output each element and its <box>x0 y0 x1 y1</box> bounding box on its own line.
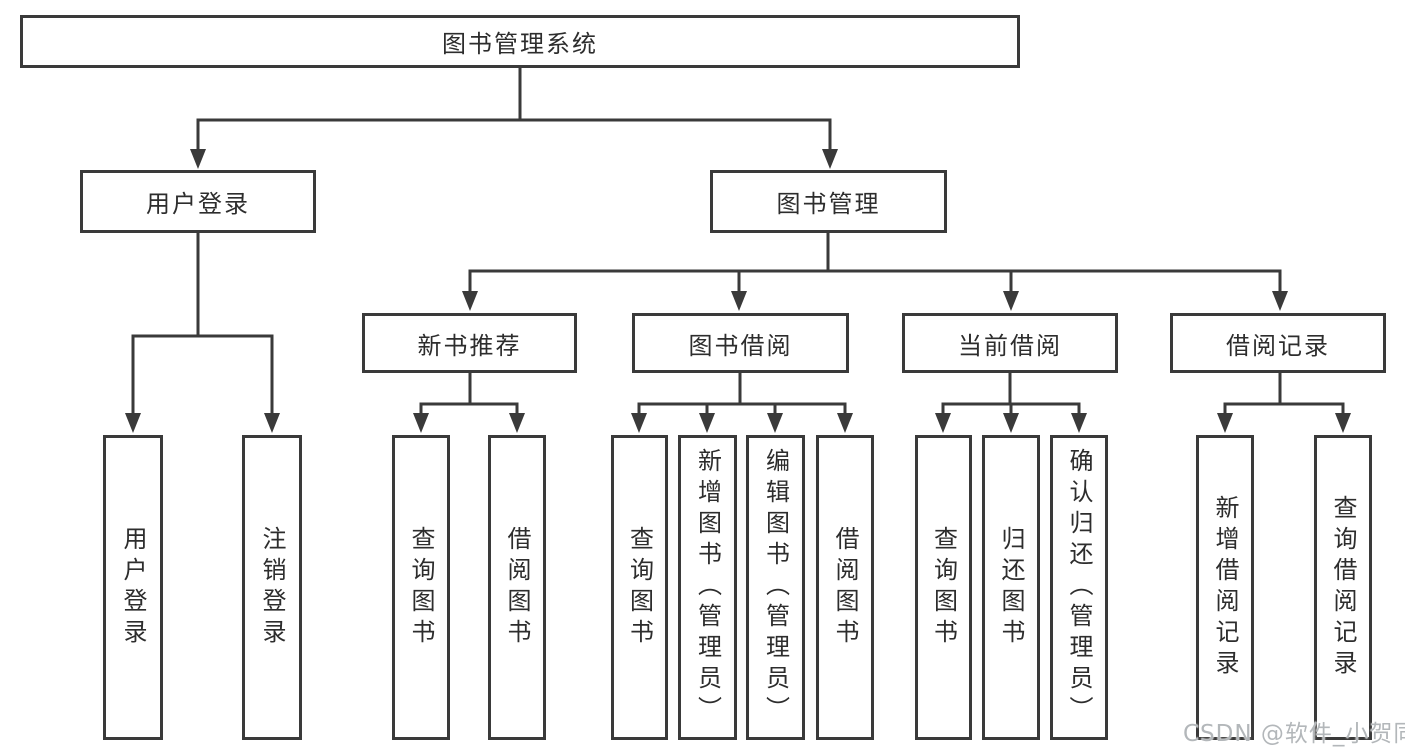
connector-line <box>196 68 832 150</box>
arrowhead-icon <box>1003 413 1019 433</box>
node-leaf-search-books-3: 查询图书 <box>915 435 972 740</box>
node-label: 查询图书 <box>625 525 654 650</box>
node-leaf-confirm-return-admin: 确认归还（管理员） <box>1050 435 1108 740</box>
arrowhead-icon <box>837 413 853 433</box>
connector-user-login-to-leaves <box>125 233 280 433</box>
connector-line <box>637 373 847 414</box>
node-leaf-add-borrow-record: 新增借阅记录 <box>1196 435 1254 740</box>
arrowhead-icon <box>1272 291 1288 311</box>
arrowhead-icon <box>935 413 951 433</box>
arrowhead-icon <box>190 149 206 169</box>
node-leaf-return-book: 归还图书 <box>982 435 1040 740</box>
connector-new-books-to-leaves <box>413 373 525 433</box>
node-leaf-edit-book-admin: 编辑图书（管理员） <box>746 435 805 740</box>
node-label: 确认归还（管理员） <box>1065 448 1093 727</box>
node-label: 归还图书 <box>997 525 1025 650</box>
arrowhead-icon <box>1335 413 1351 433</box>
node-label: 用户登录 <box>119 525 147 650</box>
arrowhead-icon <box>1071 413 1087 433</box>
node-label: 图书管理系统 <box>442 30 598 58</box>
node-leaf-logout: 注销登录 <box>242 435 302 740</box>
node-book-borrowing: 图书借阅 <box>632 313 849 373</box>
node-label: 查询图书 <box>929 525 958 650</box>
csdn-watermark: CSDN @软件_小贺同学 <box>1183 721 1405 747</box>
node-label: 用户登录 <box>146 190 250 218</box>
node-label: 图书借阅 <box>688 331 793 360</box>
arrowhead-icon <box>125 413 141 433</box>
connector-book-borrowing-to-leaves <box>631 373 853 433</box>
arrowhead-icon <box>699 413 715 433</box>
node-label: 借阅图书 <box>831 525 859 650</box>
arrowhead-icon <box>509 413 525 433</box>
connector-line <box>941 373 1081 414</box>
connector-line <box>419 373 519 414</box>
node-label: 编辑图书（管理员） <box>761 448 790 727</box>
node-label: 借阅图书 <box>503 525 531 650</box>
arrowhead-icon <box>1217 413 1233 433</box>
node-book-management: 图书管理 <box>710 170 947 233</box>
node-label: 查询借阅记录 <box>1329 494 1357 681</box>
node-leaf-add-book-admin: 新增图书（管理员） <box>678 435 737 740</box>
node-root-system: 图书管理系统 <box>20 15 1020 68</box>
node-leaf-search-borrow-record: 查询借阅记录 <box>1314 435 1372 740</box>
connector-line <box>131 233 274 414</box>
node-label: 借阅记录 <box>1226 331 1330 360</box>
node-leaf-user-login: 用户登录 <box>103 435 163 740</box>
arrowhead-icon <box>413 413 429 433</box>
node-label: 查询图书 <box>407 525 435 650</box>
arrowhead-icon <box>767 413 783 433</box>
arrowhead-icon <box>731 291 747 311</box>
node-user-login: 用户登录 <box>80 170 316 233</box>
node-leaf-search-books-1: 查询图书 <box>392 435 450 740</box>
node-label: 新增图书（管理员） <box>693 448 722 727</box>
node-label: 新增借阅记录 <box>1211 494 1239 681</box>
arrowhead-icon <box>264 413 280 433</box>
node-borrowing-records: 借阅记录 <box>1170 313 1386 373</box>
arrowhead-icon <box>822 149 838 169</box>
node-label: 新书推荐 <box>417 331 522 360</box>
connector-line <box>1223 373 1345 414</box>
arrowhead-icon <box>631 413 647 433</box>
node-leaf-borrow-books-1: 借阅图书 <box>488 435 546 740</box>
connector-book-management-to-level3 <box>462 233 1288 311</box>
arrowhead-icon <box>462 291 478 311</box>
node-new-books: 新书推荐 <box>362 313 577 373</box>
connector-current-borrowing-to-leaves <box>935 373 1087 433</box>
connector-line <box>468 233 1282 292</box>
node-label: 当前借阅 <box>958 331 1062 360</box>
node-leaf-borrow-books-2: 借阅图书 <box>816 435 874 740</box>
node-leaf-search-books-2: 查询图书 <box>611 435 668 740</box>
node-label: 图书管理 <box>776 190 881 218</box>
connector-borrowing-records-to-leaves <box>1217 373 1351 433</box>
connector-root-to-level2 <box>190 68 838 169</box>
node-label: 注销登录 <box>258 525 286 650</box>
node-current-borrowing: 当前借阅 <box>902 313 1118 373</box>
arrowhead-icon <box>1003 291 1019 311</box>
